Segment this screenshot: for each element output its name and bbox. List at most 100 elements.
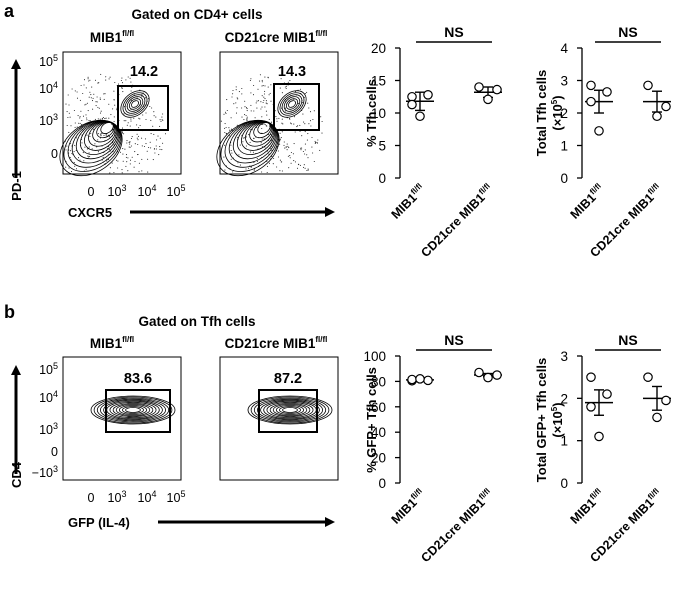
event-dot (249, 141, 251, 143)
event-dot (74, 165, 76, 167)
event-dot (279, 87, 281, 89)
event-dot (294, 131, 296, 133)
event-dot (261, 81, 263, 83)
event-dot (292, 153, 294, 155)
event-dot (97, 139, 99, 141)
event-dot (95, 105, 97, 107)
event-dot (160, 120, 162, 122)
event-dot (225, 132, 228, 134)
event-dot (102, 156, 104, 158)
data-point (423, 375, 433, 386)
event-dot (114, 104, 116, 106)
y-tick-label: 20 (371, 451, 386, 466)
event-dot (131, 136, 133, 138)
group-label: CD21cre MIB1fl/fl (225, 29, 328, 45)
event-dot (282, 123, 284, 125)
event-dot (153, 148, 155, 150)
event-dot (246, 110, 248, 112)
event-dot (246, 108, 248, 110)
event-dot (106, 160, 108, 162)
event-dot (155, 116, 157, 118)
event-dot (264, 90, 266, 92)
event-dot (67, 116, 69, 119)
event-dot (225, 126, 227, 129)
event-dot (84, 104, 86, 106)
event-dot (136, 133, 138, 135)
event-dot (261, 85, 263, 87)
event-dot (284, 86, 286, 88)
event-dot (249, 79, 251, 82)
event-dot (161, 116, 163, 118)
significance-label: NS (618, 332, 637, 348)
event-dot (125, 79, 127, 81)
event-dot (278, 117, 280, 119)
event-dot (280, 78, 282, 80)
event-dot (232, 89, 234, 92)
event-dot (121, 132, 124, 134)
event-dot (230, 128, 232, 130)
event-dot (289, 155, 291, 157)
y-tick-label: 0 (378, 171, 386, 186)
event-dot (236, 137, 238, 139)
gate-value: 14.2 (130, 64, 158, 80)
y-axis-unit: (×105) (550, 402, 565, 437)
event-dot (113, 171, 115, 174)
event-dot (113, 90, 115, 92)
event-dot (297, 125, 299, 127)
event-dot (284, 107, 287, 109)
event-dot (245, 145, 247, 147)
y-tick-label: 80 (371, 374, 386, 389)
event-dot (161, 149, 163, 151)
event-dot (224, 111, 227, 113)
y-tick-label: 3 (560, 349, 568, 364)
event-dot (220, 120, 222, 122)
event-dot (250, 151, 252, 153)
data-point (474, 367, 484, 378)
event-dot (155, 145, 157, 147)
event-dot (92, 97, 94, 99)
event-dot (123, 120, 125, 122)
y-tick-label: 4 (560, 41, 568, 56)
event-dot (134, 143, 136, 145)
contour (282, 407, 298, 413)
flow-plot-2: 14.3 (216, 51, 339, 177)
event-dot (246, 116, 248, 118)
event-dot (154, 152, 156, 154)
event-dot (289, 118, 291, 120)
event-dot (254, 117, 256, 119)
event-dot (146, 104, 148, 106)
event-dot (256, 100, 258, 102)
event-dot (99, 98, 101, 100)
gate-value: 83.6 (124, 371, 152, 387)
event-dot (146, 150, 148, 152)
event-dot (73, 151, 75, 153)
event-dot (121, 172, 123, 174)
event-dot (130, 81, 132, 83)
event-dot (129, 141, 131, 143)
event-dot (131, 86, 133, 88)
event-dot (152, 159, 154, 161)
contour (128, 98, 142, 110)
event-dot (255, 102, 257, 104)
event-dot (289, 157, 291, 159)
event-dot (150, 133, 152, 135)
event-dot (236, 97, 238, 99)
event-dot (287, 155, 289, 157)
y-axis-label: % Tfh cells (364, 79, 379, 147)
contour (266, 401, 314, 419)
event-dot (269, 92, 271, 94)
event-dot (253, 84, 255, 87)
contour (100, 122, 114, 134)
event-dot (87, 155, 89, 157)
contour (281, 94, 303, 114)
event-dot (104, 118, 106, 120)
event-dot (279, 170, 281, 172)
event-dot (68, 104, 70, 106)
contour (126, 96, 144, 112)
event-dot (65, 166, 67, 168)
event-dot (284, 147, 286, 149)
event-dot (321, 132, 323, 134)
event-dot (270, 121, 273, 123)
y-tick-label: 0 (560, 171, 568, 186)
